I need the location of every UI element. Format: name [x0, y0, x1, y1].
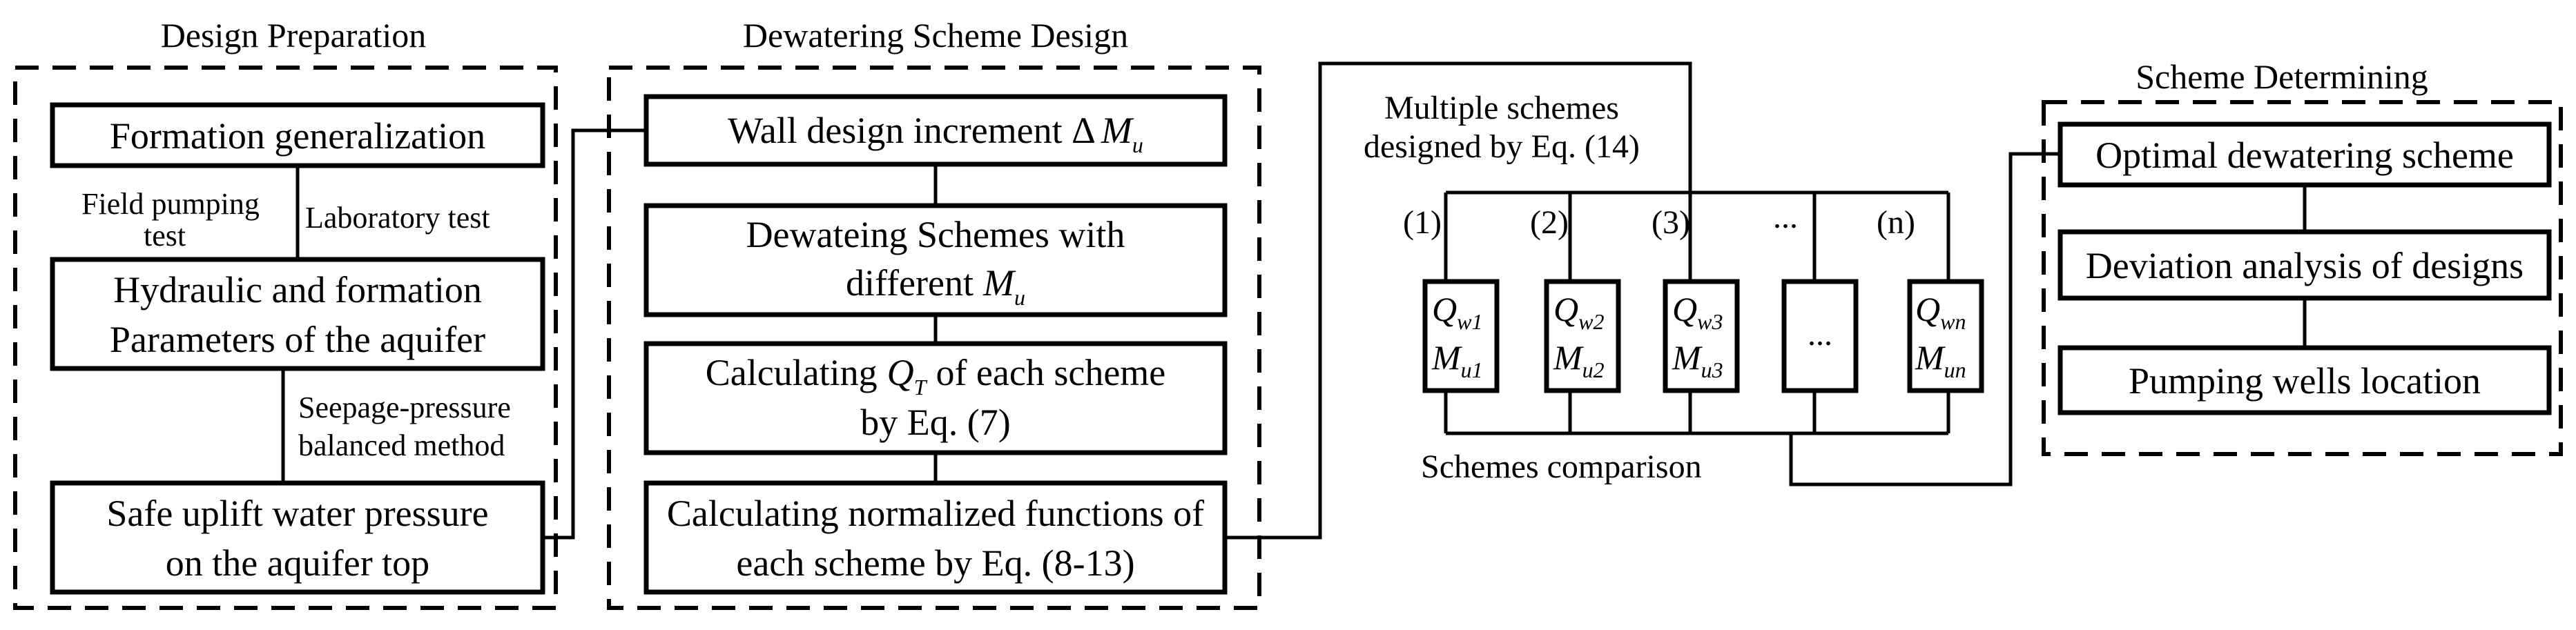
- scheme-box-2-q: Qw2: [1553, 290, 1604, 334]
- label-multiple-schemes-2: designed by Eq. (14): [1364, 128, 1640, 165]
- box-safe-uplift: [50, 480, 545, 595]
- scheme-box-1: [1422, 279, 1500, 393]
- box-pumping-wells-location: [2057, 345, 2552, 415]
- box-normalized-functions-line2: each scheme by Eq. (8-13): [736, 542, 1134, 584]
- box-wall-design-increment: [643, 94, 1228, 167]
- label-schemes-comparison: Schemes comparison: [1421, 449, 1702, 485]
- connector-prep-to-design: [543, 128, 646, 540]
- scheme-box-3-q: Qw3: [1672, 290, 1723, 334]
- scheme-box-ellipsis-text: ...: [1808, 316, 1832, 353]
- scheme-label-ellipsis: ...: [1773, 199, 1798, 235]
- box-pumping-wells-location-label: Pumping wells location: [2129, 360, 2481, 402]
- connector-design-to-schemes: [1225, 61, 1692, 540]
- box-formation-generalization-label: Formation generalization: [110, 115, 485, 157]
- scheme-label-1: (1): [1403, 204, 1442, 241]
- label-field-pumping-test: Field pumping: [81, 187, 260, 221]
- box-dewatering-schemes-line1: Dewateing Schemes with: [746, 214, 1125, 255]
- box-hydraulic-parameters-line1: Hydraulic and formation: [113, 269, 482, 311]
- scheme-box-3: [1663, 279, 1740, 393]
- scheme-box-n-q: Qwn: [1915, 290, 1966, 334]
- scheme-box-1-m: Mu1: [1431, 338, 1483, 382]
- section-frame-design-preparation: [13, 66, 558, 610]
- section-frame-scheme-determining: [2042, 100, 2563, 456]
- scheme-label-3: (3): [1652, 204, 1690, 241]
- box-safe-uplift-line1: Safe uplift water pressure: [106, 493, 488, 534]
- box-calculating-qt-line2: by Eq. (7): [860, 402, 1010, 443]
- scheme-box-2: [1544, 279, 1621, 393]
- box-formation-generalization: [50, 102, 545, 168]
- scheme-box-n-m: Mun: [1915, 338, 1966, 382]
- box-optimal-scheme: [2057, 121, 2552, 188]
- box-normalized-functions: [643, 480, 1228, 595]
- label-field-pumping-test-2: test: [144, 219, 186, 253]
- label-multiple-schemes-1: Multiple schemes: [1384, 90, 1619, 126]
- box-hydraulic-parameters: [50, 257, 545, 371]
- label-laboratory-test: Laboratory test: [305, 201, 490, 235]
- box-dewatering-schemes: [643, 203, 1228, 317]
- box-deviation-analysis-label: Deviation analysis of designs: [2086, 245, 2524, 286]
- label-seepage-pressure: Seepage-pressure: [298, 391, 511, 424]
- scheme-label-2: (2): [1530, 204, 1569, 241]
- label-balanced-method: balanced method: [298, 429, 505, 462]
- scheme-box-2-m: Mu2: [1553, 338, 1605, 382]
- section-title-dewatering-design: Dewatering Scheme Design: [743, 16, 1128, 55]
- box-safe-uplift-line2: on the aquifer top: [166, 542, 429, 584]
- scheme-box-1-q: Qw1: [1432, 290, 1482, 334]
- scheme-label-n: (n): [1877, 204, 1915, 241]
- box-optimal-scheme-label: Optimal dewatering scheme: [2095, 135, 2514, 176]
- scheme-box-3-m: Mu3: [1672, 338, 1723, 382]
- scheme-box-ellipsis: [1781, 279, 1859, 393]
- box-hydraulic-parameters-line2: Parameters of the aquifer: [110, 319, 485, 360]
- box-normalized-functions-line1: Calculating normalized functions of: [667, 493, 1204, 534]
- box-deviation-analysis: [2057, 229, 2552, 301]
- scheme-box-n: [1907, 279, 1984, 393]
- section-title-scheme-determining: Scheme Determining: [2136, 57, 2428, 96]
- connector-schemes-to-determining: [1789, 152, 2060, 486]
- section-title-design-preparation: Design Preparation: [161, 16, 427, 55]
